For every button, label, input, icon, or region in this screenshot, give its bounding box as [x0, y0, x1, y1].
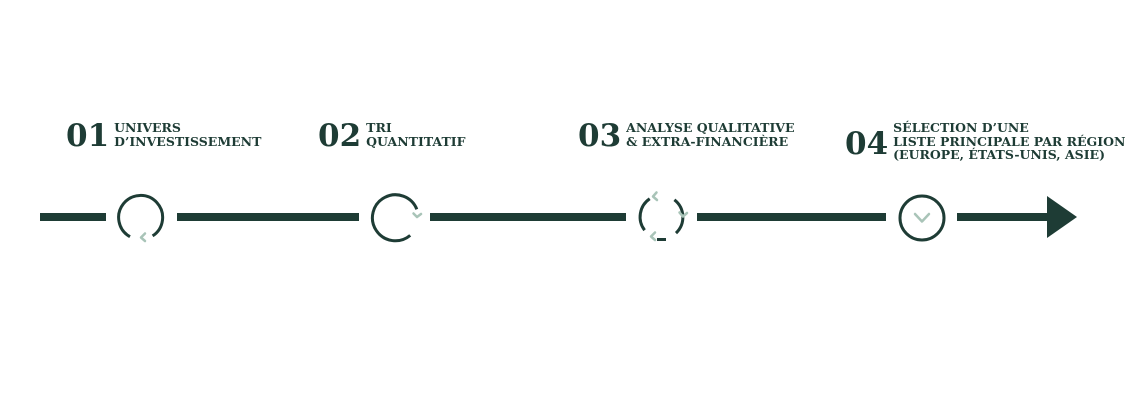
check-circle-icon [898, 194, 946, 242]
step-4-number: 04 [845, 126, 889, 162]
step-3-label-line-1: ANALYSE QUALITATIVE [626, 120, 795, 135]
step-3-label-line-2: & EXTRA-FINANCIÈRE [626, 133, 789, 149]
step-1-label: UNIVERS D’INVESTISSEMENT [114, 121, 261, 148]
refresh-single-arrow-icon [117, 193, 165, 243]
step-4-label-line-1: SÉLECTION D’UNE [893, 120, 1029, 135]
step-4-label-line-3: (EUROPE, ÉTATS-UNIS, ASIE) [893, 147, 1105, 162]
sort-single-arrow-icon [370, 193, 423, 243]
timeline-segment-1 [40, 213, 106, 221]
timeline-segment-2 [177, 213, 359, 221]
arrow-head-icon [1047, 196, 1077, 238]
step-1-label-line-2: D’INVESTISSEMENT [114, 133, 262, 149]
step-2-label-line-1: TRI [366, 120, 392, 135]
step-2-number: 02 [318, 118, 362, 154]
step-4-heading: 04 SÉLECTION D’UNE LISTE PRINCIPALE PAR … [845, 121, 1125, 162]
timeline-segment-4 [697, 213, 886, 221]
step-3-number: 03 [578, 118, 622, 154]
step-2-label-line-2: QUANTITATIF [366, 133, 466, 149]
timeline-segment-5 [957, 213, 1049, 221]
step-1-label-line-1: UNIVERS [114, 120, 181, 135]
step-1-heading: 01 UNIVERS D’INVESTISSEMENT [66, 121, 261, 152]
step-2-label: TRI QUANTITATIF [366, 121, 465, 148]
timeline-segment-3 [430, 213, 626, 221]
step-3-heading: 03 ANALYSE QUALITATIVE & EXTRA-FINANCIÈR… [578, 121, 795, 152]
step-2-heading: 02 TRI QUANTITATIF [318, 121, 465, 152]
step-4-label: SÉLECTION D’UNE LISTE PRINCIPALE PAR RÉG… [893, 121, 1125, 162]
cycle-double-arrow-icon [638, 191, 689, 242]
step-1-number: 01 [66, 118, 110, 154]
step-4-label-line-2: LISTE PRINCIPALE PAR RÉGION [893, 133, 1126, 149]
step-3-label: ANALYSE QUALITATIVE & EXTRA-FINANCIÈRE [626, 121, 794, 148]
